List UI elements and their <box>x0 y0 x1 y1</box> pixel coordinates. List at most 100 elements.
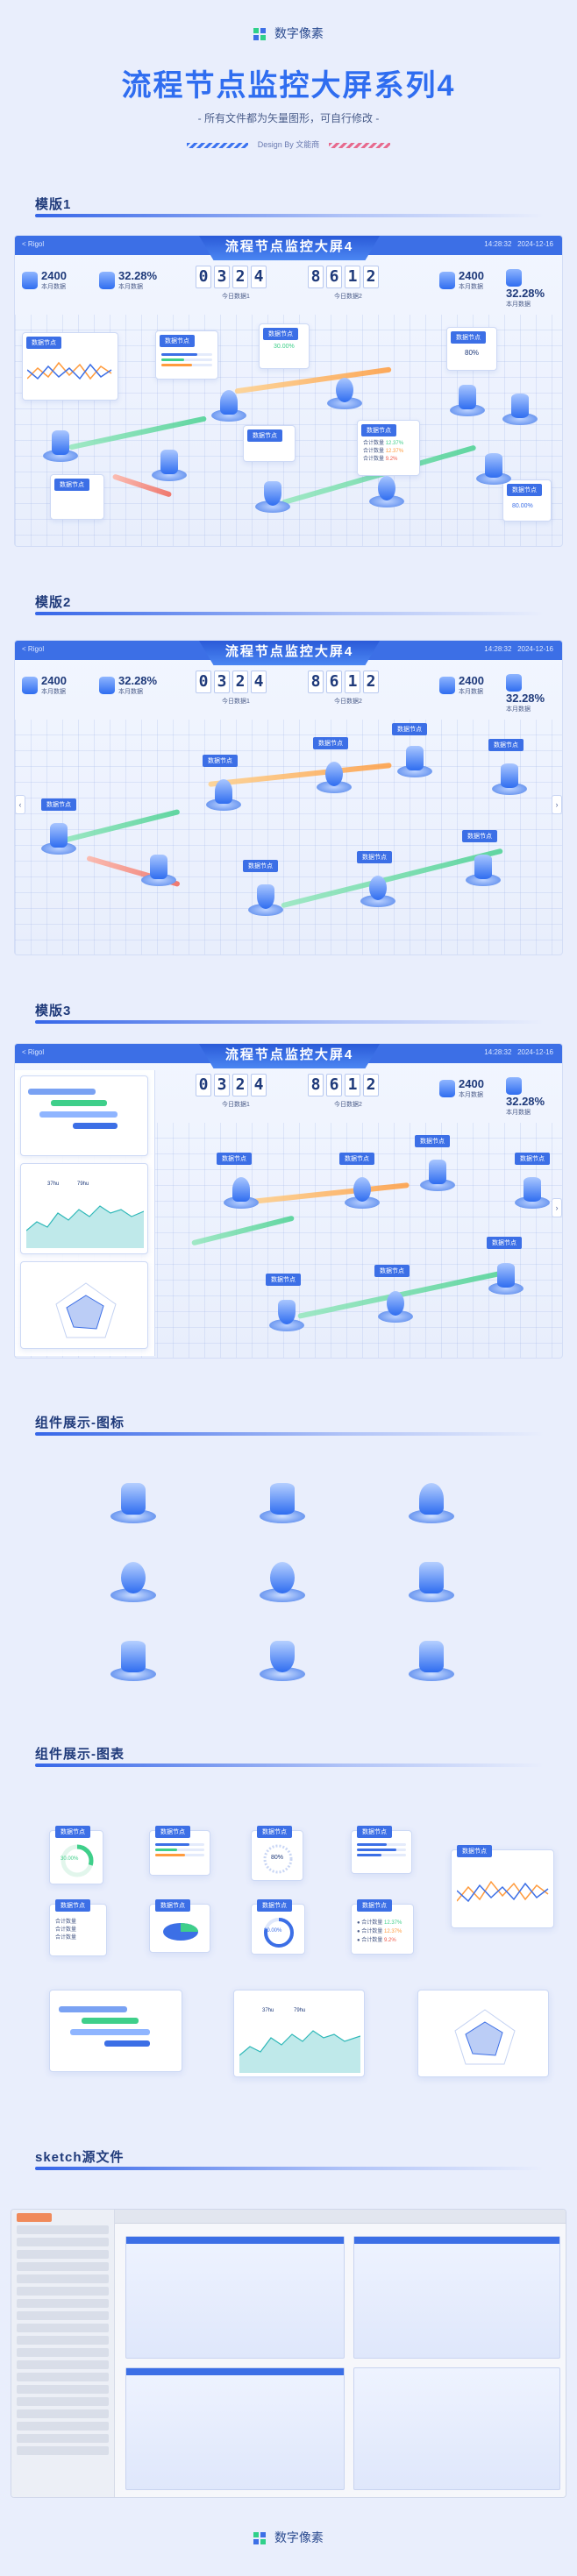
ring-chart-card: 数据节点 30.00% <box>49 1826 103 1884</box>
stripe-decoration-right <box>328 142 390 148</box>
server-block-node-icon[interactable] <box>148 439 190 481</box>
battery-node-icon[interactable] <box>38 813 80 855</box>
cloud-node-icon[interactable] <box>341 1167 383 1209</box>
shield-icon <box>254 1625 310 1681</box>
section-divider <box>35 612 544 615</box>
node-tag: 数据节点 <box>392 723 427 735</box>
battery-node-icon[interactable] <box>39 420 82 462</box>
node-tag: 数据节点 <box>462 830 497 842</box>
camera-node-icon[interactable] <box>366 465 408 507</box>
dashboard-topbar: < Rigol 流程节点监控大屏4 14:28:32 2024-12-16 <box>15 641 562 665</box>
cylinder-icon <box>105 1625 161 1681</box>
gantt-card <box>20 1075 148 1156</box>
stat-left-pct: 32.28%本月数据 <box>99 674 157 696</box>
line-chart-card: 数据节点 <box>22 332 118 401</box>
section-title-template1: 模版1 <box>35 197 72 212</box>
cylinder-node-icon[interactable] <box>485 1253 527 1295</box>
database-node-icon[interactable] <box>488 753 531 795</box>
database-icon <box>439 676 455 694</box>
counter-1-label: 今日数据1 <box>222 1102 250 1108</box>
brand-footer: 数字像素 <box>0 2529 577 2546</box>
counter-digit: 6 <box>326 1074 342 1096</box>
camera-node-icon[interactable] <box>374 1281 417 1323</box>
sketch-toolbar <box>115 2210 566 2224</box>
counter-digit: 6 <box>326 671 342 693</box>
file-card: 数据节点 <box>50 474 104 520</box>
database-node-icon[interactable] <box>499 383 541 425</box>
next-arrow[interactable]: › <box>552 1198 562 1217</box>
dashboard-clock: 14:28:32 2024-12-16 <box>484 240 553 248</box>
user-node-icon[interactable] <box>203 769 245 811</box>
counter-digit: 1 <box>345 1074 360 1096</box>
counter-2-label: 今日数据2 <box>334 1102 362 1108</box>
counter-2: 8 6 1 2 <box>308 1074 379 1096</box>
stripe-decoration-left <box>187 142 249 148</box>
shield-node-icon[interactable] <box>252 471 294 513</box>
database-node-icon[interactable] <box>511 1167 553 1209</box>
area-chart <box>26 1205 144 1248</box>
next-arrow[interactable]: › <box>552 795 562 814</box>
server-block-node-icon[interactable] <box>138 844 180 886</box>
counter-digit: 0 <box>196 266 211 288</box>
ring-card: 数据节点 30.00% <box>259 323 310 369</box>
database-icon <box>439 1079 455 1097</box>
counter-digit: 4 <box>251 671 267 693</box>
user-node-icon[interactable] <box>208 380 250 422</box>
counter-digit: 3 <box>214 266 230 288</box>
counter-digit: 2 <box>232 1074 248 1096</box>
node-tag: 数据节点 <box>515 1153 550 1165</box>
dashboard-title: 流程节点监控大屏4 <box>199 236 380 260</box>
cloud-icon <box>105 1546 161 1602</box>
dashboard-template2: < Rigol 流程节点监控大屏4 14:28:32 2024-12-16 24… <box>14 640 563 955</box>
building-node-icon[interactable] <box>446 374 488 416</box>
cloud-node-icon[interactable] <box>313 751 355 793</box>
back-nav[interactable]: < Rigol <box>22 1048 45 1056</box>
node-tag: 数据节点 <box>487 1237 522 1249</box>
cylinder-node-icon[interactable] <box>473 443 515 485</box>
counter-digit: 0 <box>196 671 211 693</box>
mini-line-chart <box>27 361 112 380</box>
camera-node-icon[interactable] <box>357 865 399 907</box>
node-tag: 数据节点 <box>415 1135 450 1147</box>
dashboard-template1: < Rigol 流程节点监控大屏4 14:28:32 2024-12-16 24… <box>14 235 563 547</box>
database-icon <box>506 269 522 287</box>
prev-arrow[interactable]: ‹ <box>15 795 25 814</box>
gauge-chart <box>263 1844 293 1874</box>
cloud-node-icon[interactable] <box>324 367 366 409</box>
brand-name: 数字像素 <box>274 26 324 40</box>
section-title-template2: 模版2 <box>35 595 72 610</box>
design-credit: Design By 文能商 <box>0 138 577 150</box>
shield-node-icon[interactable] <box>245 874 287 916</box>
node-tag: 数据节点 <box>203 755 238 767</box>
section-divider <box>35 214 544 217</box>
footer-brand-name: 数字像素 <box>274 2530 324 2544</box>
user-node-icon[interactable] <box>220 1167 262 1209</box>
brand-logo-icon <box>253 2532 267 2545</box>
database-icon <box>439 271 455 289</box>
dashboard-title: 流程节点监控大屏4 <box>199 1044 380 1068</box>
artboard-thumbnail <box>353 2367 560 2490</box>
building-node-icon[interactable] <box>394 735 436 777</box>
dual-line-chart <box>457 1880 549 1903</box>
shield-node-icon[interactable] <box>266 1289 308 1331</box>
counter-1-label: 今日数据1 <box>222 294 250 300</box>
cylinder-node-icon[interactable] <box>462 844 504 886</box>
dashboard-title: 流程节点监控大屏4 <box>199 641 380 665</box>
brand-header: 数字像素 <box>0 25 577 42</box>
gauge-chart-card: 数据节点 80% <box>251 1826 303 1881</box>
back-nav[interactable]: < Rigol <box>22 645 45 653</box>
radar-card <box>20 1261 148 1349</box>
artboard-thumbnail <box>353 2236 560 2359</box>
node-tag: 数据节点 <box>488 739 524 751</box>
section-title-charts: 组件展示-图表 <box>35 1747 125 1762</box>
area-chart <box>239 2030 360 2073</box>
counter-1: 0 3 2 4 <box>196 671 267 693</box>
back-nav[interactable]: < Rigol <box>22 240 45 248</box>
node-tag: 数据节点 <box>243 860 278 872</box>
building-node-icon[interactable] <box>417 1149 459 1191</box>
database-icon <box>22 271 38 289</box>
counter-digit: 1 <box>345 671 360 693</box>
